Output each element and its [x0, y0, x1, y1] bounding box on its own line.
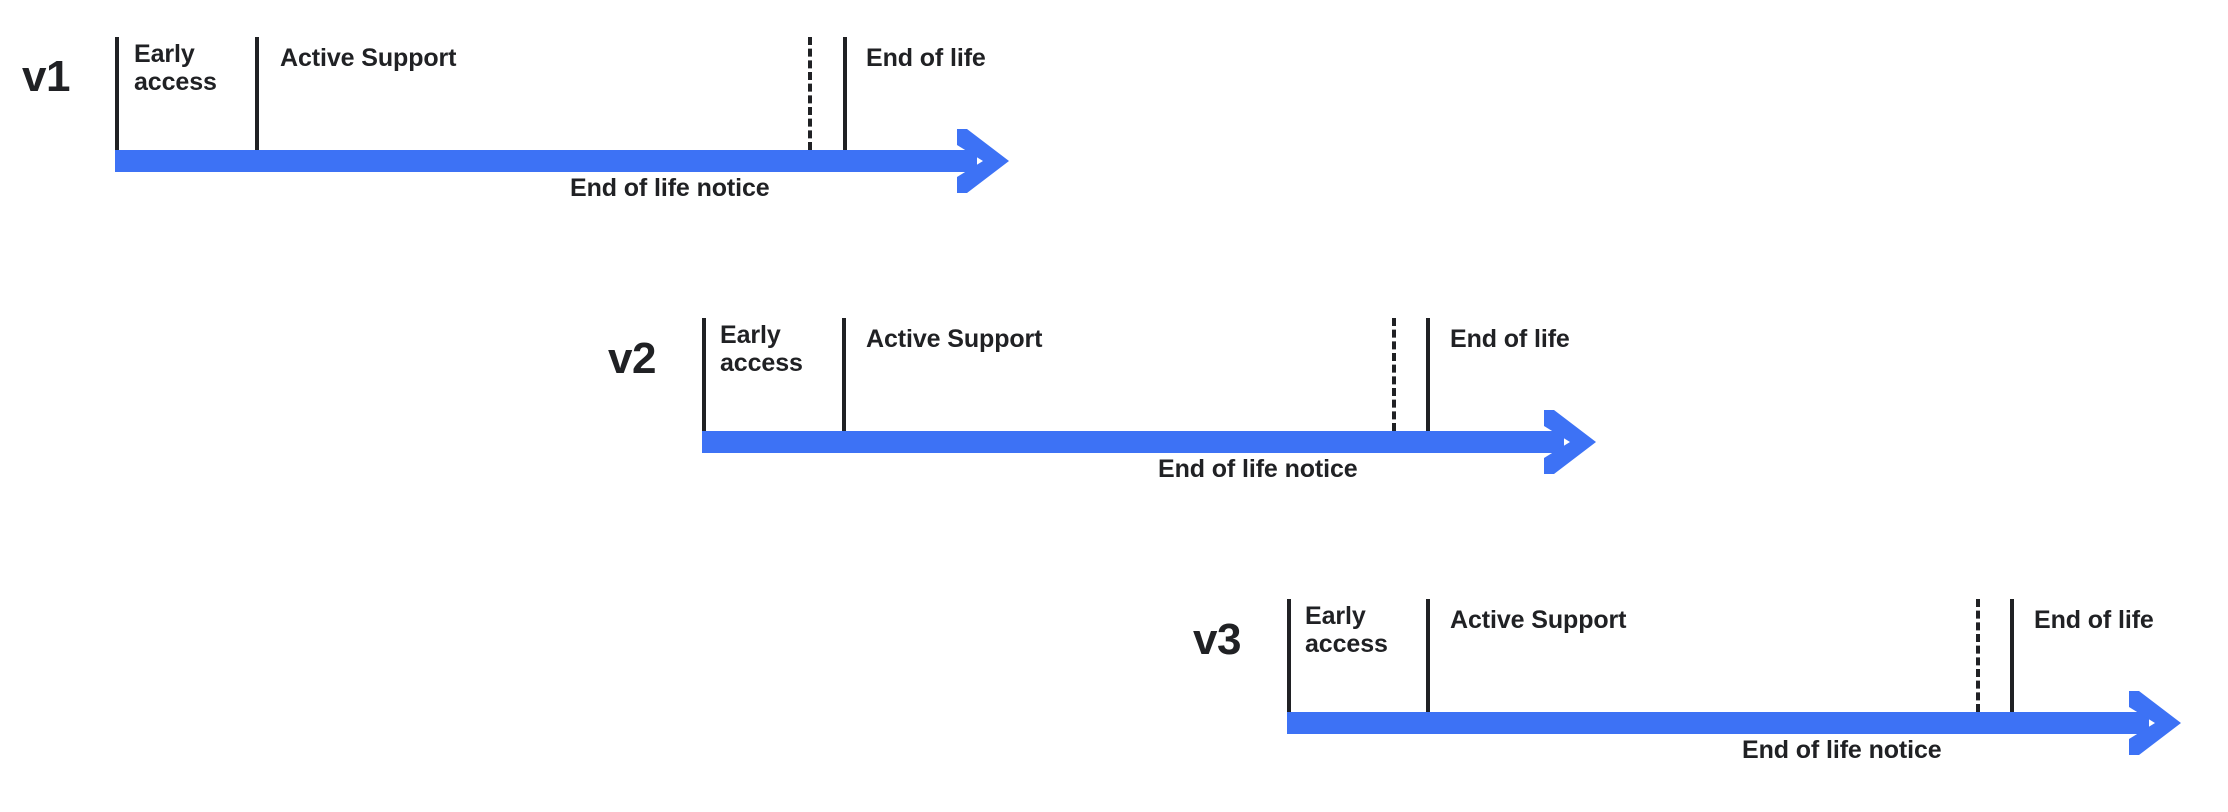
lifecycle-bar-v1: [115, 150, 977, 172]
arrow-head-icon-v1: [955, 127, 1011, 195]
early-access-line-1: Early: [1305, 602, 1366, 630]
notice-label-end-of-life-notice-v1: End of life notice: [570, 174, 770, 202]
phase-label-end-of-life-v1: End of life: [866, 44, 986, 72]
version-label-v3: v3: [1193, 615, 1241, 664]
version-label-v2: v2: [608, 334, 656, 383]
tick-phase-start-v1: [115, 37, 119, 150]
tick-end-of-life-notice-v1: [808, 37, 812, 150]
notice-label-end-of-life-notice-v2: End of life notice: [1158, 455, 1358, 483]
arrow-head-icon-v2: [1542, 408, 1598, 476]
lifecycle-bar-v3: [1287, 712, 2149, 734]
tick-phase-start-v3: [1287, 599, 1291, 712]
early-access-line-1: Early: [134, 40, 195, 68]
phase-label-active-support-v1: Active Support: [280, 44, 457, 72]
early-access-line-2: access: [134, 68, 217, 96]
notice-label-end-of-life-notice-v3: End of life notice: [1742, 736, 1942, 764]
tick-active-support-start-v2: [842, 318, 846, 431]
tick-phase-start-v2: [702, 318, 706, 431]
arrow-head-icon-v3: [2127, 689, 2183, 757]
early-access-line-1: Early: [720, 321, 781, 349]
tick-end-of-life-start-v1: [843, 37, 847, 150]
tick-active-support-start-v3: [1426, 599, 1430, 712]
phase-label-end-of-life-v2: End of life: [1450, 325, 1570, 353]
tick-end-of-life-start-v2: [1426, 318, 1430, 431]
early-access-line-2: access: [1305, 630, 1388, 658]
lifecycle-bar-v2: [702, 431, 1564, 453]
tick-end-of-life-start-v3: [2010, 599, 2014, 712]
version-label-v1: v1: [22, 52, 70, 101]
tick-active-support-start-v1: [255, 37, 259, 150]
phase-label-end-of-life-v3: End of life: [2034, 606, 2154, 634]
phase-label-active-support-v2: Active Support: [866, 325, 1043, 353]
phase-label-active-support-v3: Active Support: [1450, 606, 1627, 634]
early-access-line-2: access: [720, 349, 803, 377]
tick-end-of-life-notice-v3: [1976, 599, 1980, 712]
tick-end-of-life-notice-v2: [1392, 318, 1396, 431]
